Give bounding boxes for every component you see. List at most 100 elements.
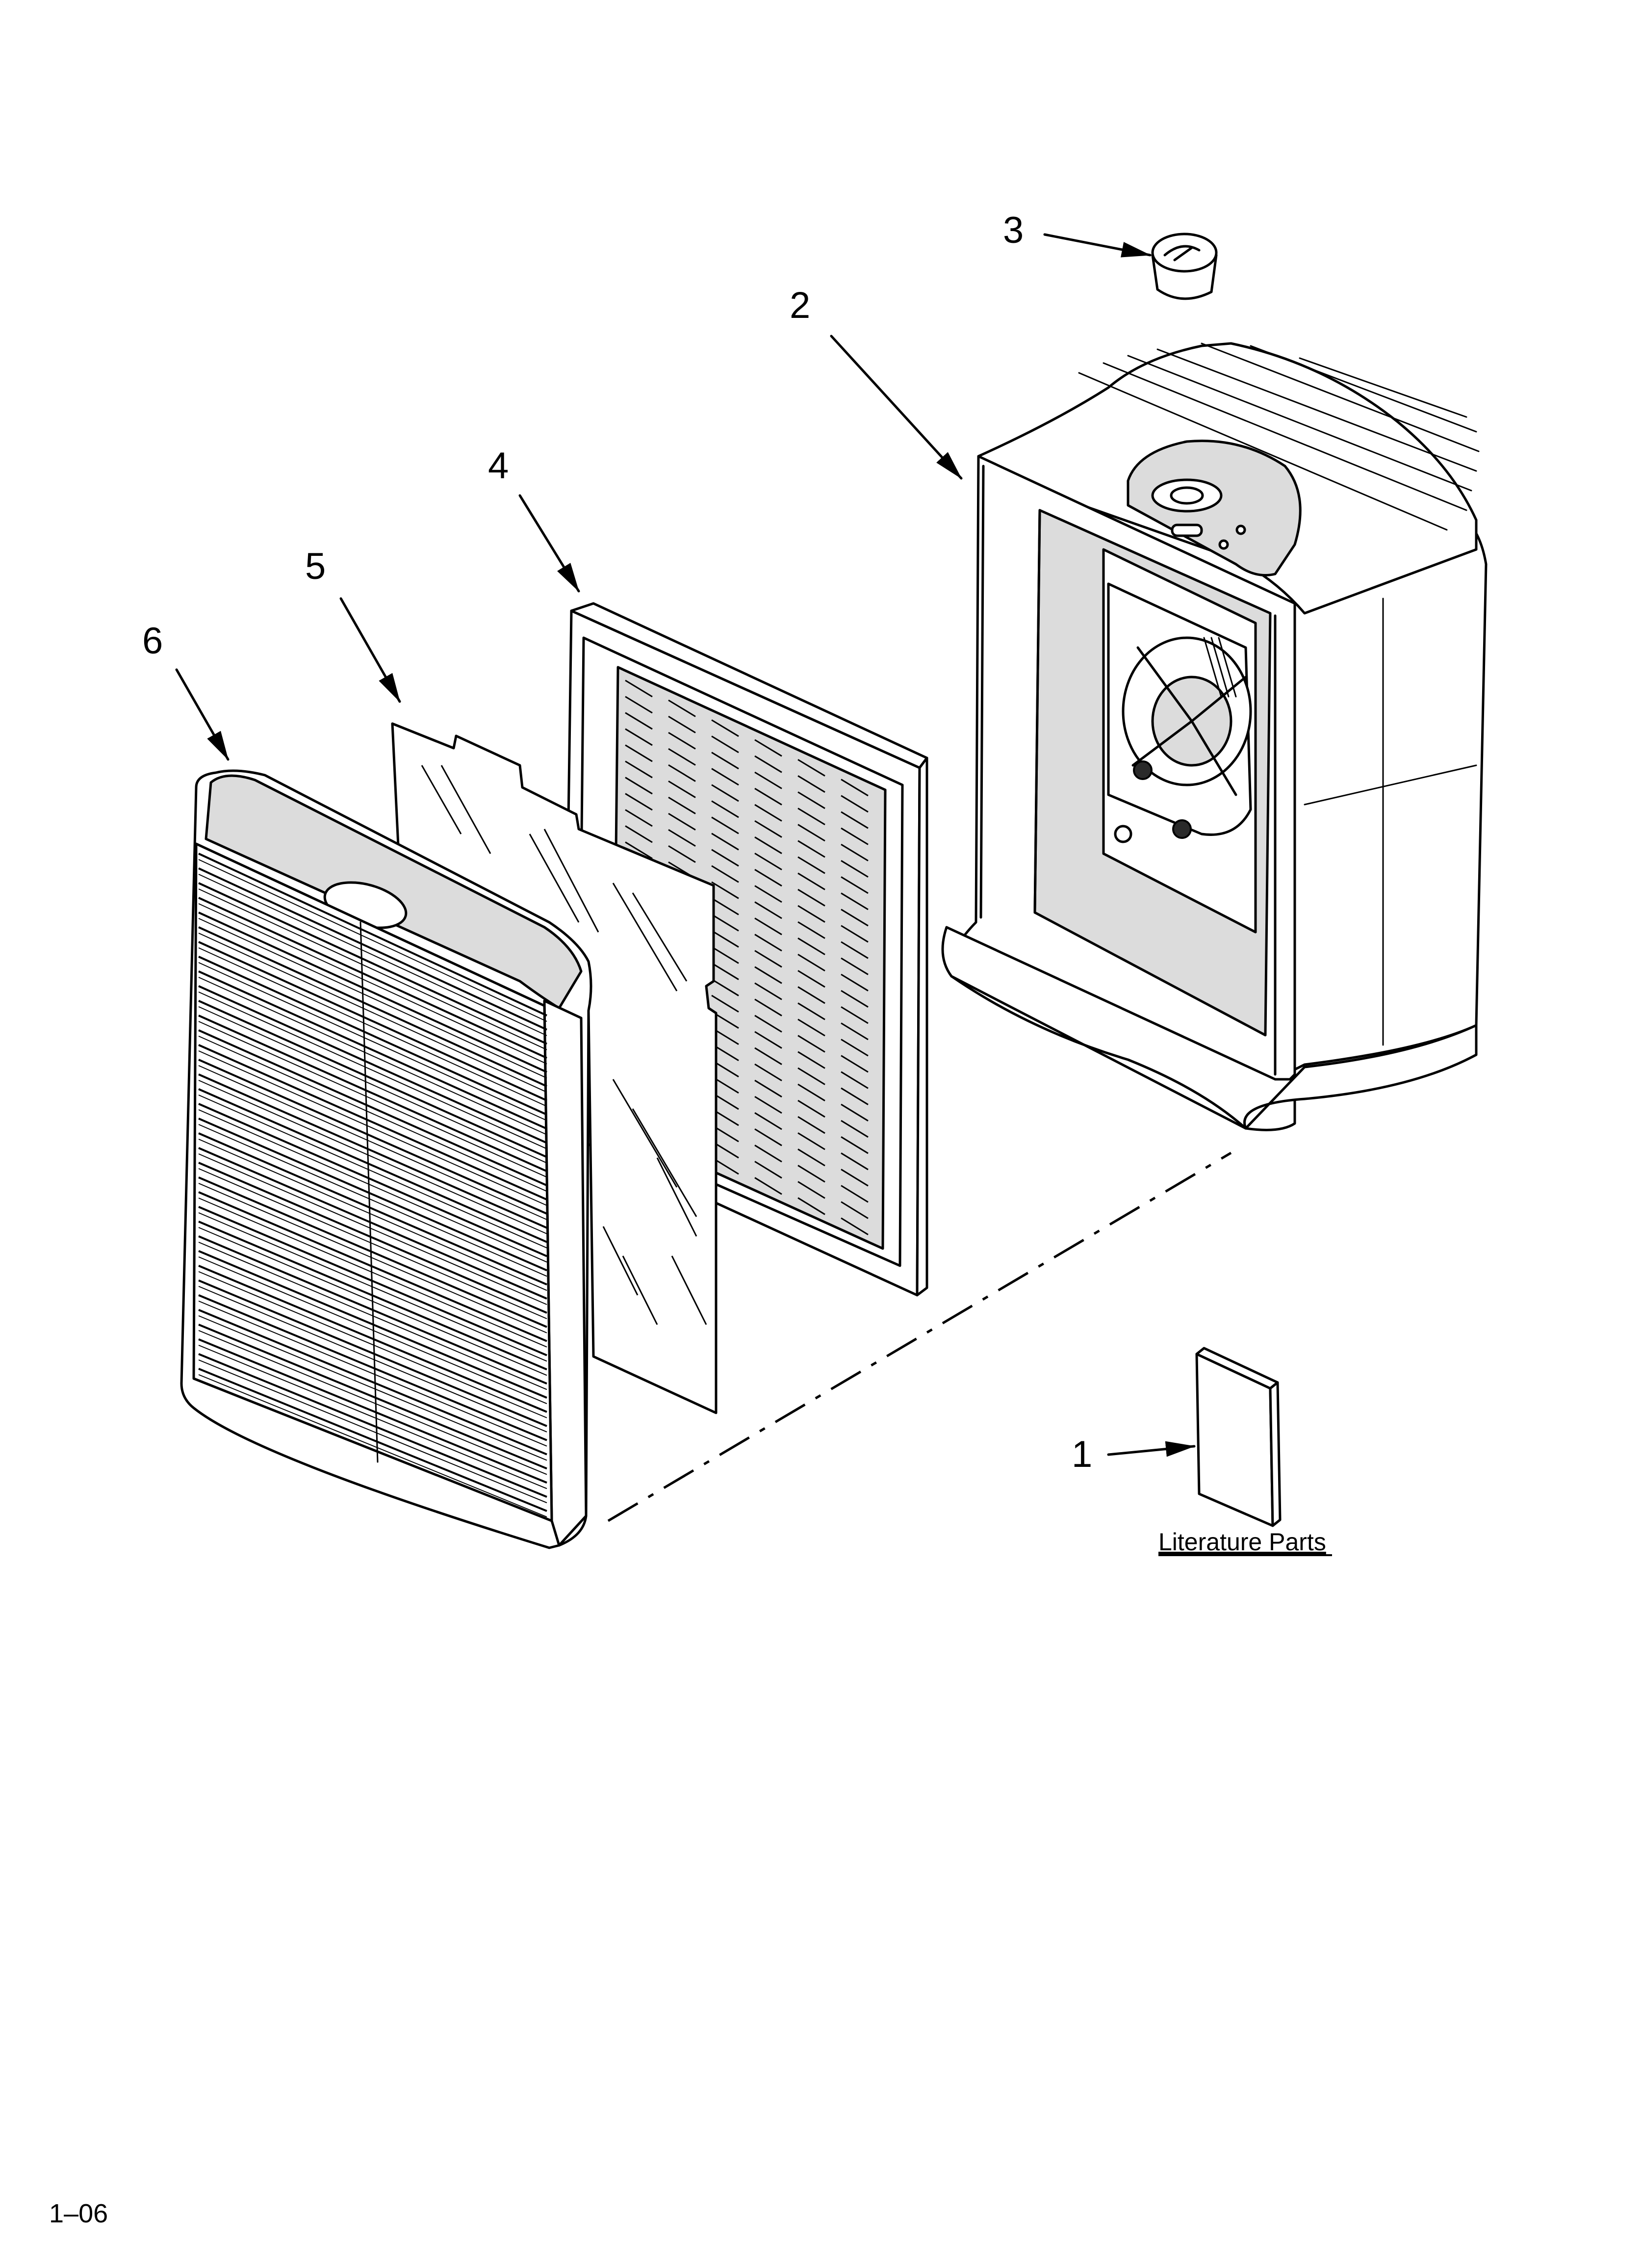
grille-louver [198, 1029, 547, 1187]
filter-pleat [841, 779, 869, 797]
leader-arrows [175, 233, 1196, 1457]
grille-louver [198, 926, 547, 1088]
grille-louver-shadow [198, 1124, 547, 1277]
grille-louver [198, 1088, 547, 1243]
grille-louver-shadow [198, 933, 547, 1093]
filter-pleat [797, 970, 825, 988]
grille-louver [198, 956, 547, 1116]
filter-pleat [841, 843, 869, 861]
filter-pleat [841, 1103, 869, 1121]
grille-louver-shadow [198, 1095, 547, 1249]
grille-louver [198, 1044, 547, 1200]
filter-pleat [841, 941, 869, 959]
grille-louver-shadow [198, 1315, 547, 1461]
filter-pleat [625, 744, 653, 762]
page-code: 1–06 [49, 2199, 108, 2228]
filter-pleat [841, 1120, 869, 1138]
filter-pleat [841, 925, 869, 943]
leader-arrow-5 [339, 597, 401, 703]
glare-line [529, 834, 580, 923]
grille-louver [198, 1294, 547, 1441]
grille-louver [198, 1103, 547, 1257]
filter-pleat [754, 836, 782, 854]
filter-pleat [754, 820, 782, 838]
grille-louver-shadow [198, 1036, 547, 1192]
filter-pleat [797, 1083, 825, 1101]
filter-pleat [797, 1181, 825, 1199]
filter-pleat [841, 1071, 869, 1089]
filter-pleat [841, 909, 869, 927]
literature-parts-caption: Literature Parts [1158, 1528, 1326, 1556]
filter-pleat [668, 699, 696, 717]
grille-louver [198, 985, 547, 1144]
grille-louver-shadow [198, 918, 547, 1079]
filter-pleat [625, 777, 653, 795]
grille-louver-shadow [198, 947, 547, 1107]
grille-louver-shadow [198, 1286, 547, 1433]
callout-1: 1 [1072, 1434, 1092, 1475]
filter-pleat [754, 1015, 782, 1033]
callout-3: 3 [1003, 209, 1024, 251]
glare-line [543, 829, 599, 933]
grille-louver-shadow [198, 991, 547, 1149]
filter-pleat [797, 986, 825, 1004]
filter-pleat [711, 881, 739, 899]
grille-louver [198, 1000, 547, 1158]
filter-pleat [625, 712, 653, 730]
filter-pleat [754, 885, 782, 903]
filter-pleat [754, 804, 782, 822]
grille-louver-shadow [198, 1330, 547, 1475]
filter-pleat [797, 1148, 825, 1167]
filter-pleat [841, 1169, 869, 1187]
filter-pleat [841, 1185, 869, 1203]
filter-pleat [711, 865, 739, 883]
grille-louver [198, 1162, 547, 1314]
filter-pleat [625, 696, 653, 714]
grille-louver [198, 941, 547, 1101]
filter-pleat [754, 1095, 782, 1114]
filter-pleat [841, 811, 869, 829]
filter-pleat [841, 1087, 869, 1105]
leader-arrow-4 [518, 494, 580, 593]
filter-pleat [754, 901, 782, 919]
filter-pleat [841, 860, 869, 878]
filter-pleat [797, 954, 825, 972]
grille-louver-shadow [198, 1301, 547, 1447]
filter-pleat [754, 739, 782, 757]
filter-pleat [797, 1035, 825, 1053]
filter-pleat [754, 869, 782, 887]
leader-arrow-1 [1107, 1441, 1196, 1457]
filter-pleat [797, 938, 825, 956]
filter-pleat [668, 748, 696, 766]
grille-louver [198, 1309, 547, 1456]
filter-pleat [754, 853, 782, 871]
filter-pleat [754, 1128, 782, 1147]
filter-pleat [625, 841, 653, 860]
filter-pleat [754, 998, 782, 1017]
filter-pleat [841, 957, 869, 975]
filter-pleat [754, 787, 782, 806]
grille-louver [198, 970, 547, 1130]
grille-louver-shadow [198, 962, 547, 1121]
filter-pleat [625, 728, 653, 746]
filter-pleat [668, 764, 696, 782]
grille-louver-shadow [198, 977, 547, 1135]
filter-pleat [841, 1136, 869, 1154]
grille-louver-shadow [198, 1109, 547, 1263]
filter-pleat [711, 978, 739, 996]
filter-pleat [711, 784, 739, 802]
filter-pleat [841, 1055, 869, 1073]
filter-pleat [841, 795, 869, 813]
filter-pleat [668, 796, 696, 814]
grille-louver [198, 897, 547, 1059]
filter-pleat [754, 1079, 782, 1098]
filter-pleat [797, 872, 825, 890]
filter-pleat [797, 1002, 825, 1020]
grille-louver [198, 912, 547, 1073]
grille-louver [198, 1338, 547, 1484]
grille-louver [198, 1176, 547, 1328]
filter-pleat [754, 755, 782, 773]
fan-assembly [1107, 582, 1252, 843]
filter-pleat [625, 793, 653, 811]
filter-pleat [797, 1067, 825, 1085]
